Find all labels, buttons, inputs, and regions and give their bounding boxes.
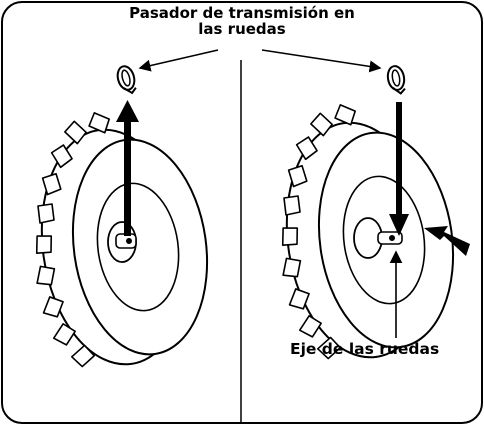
arrow-up-icon <box>116 100 139 236</box>
axle-label: Eje de las ruedas <box>290 340 440 358</box>
linch-pin-icon <box>114 63 139 97</box>
leader-arrow-left <box>138 49 219 72</box>
wheel-icon <box>33 110 209 370</box>
pin-title-line2: las ruedas <box>198 20 286 38</box>
arrow-down-icon <box>389 102 409 236</box>
arrow-push-icon <box>424 226 470 256</box>
pin-title-line1: Pasador de transmisión en <box>129 4 355 22</box>
leader-arrow-right <box>261 49 382 73</box>
linch-pin-icon <box>385 63 408 97</box>
